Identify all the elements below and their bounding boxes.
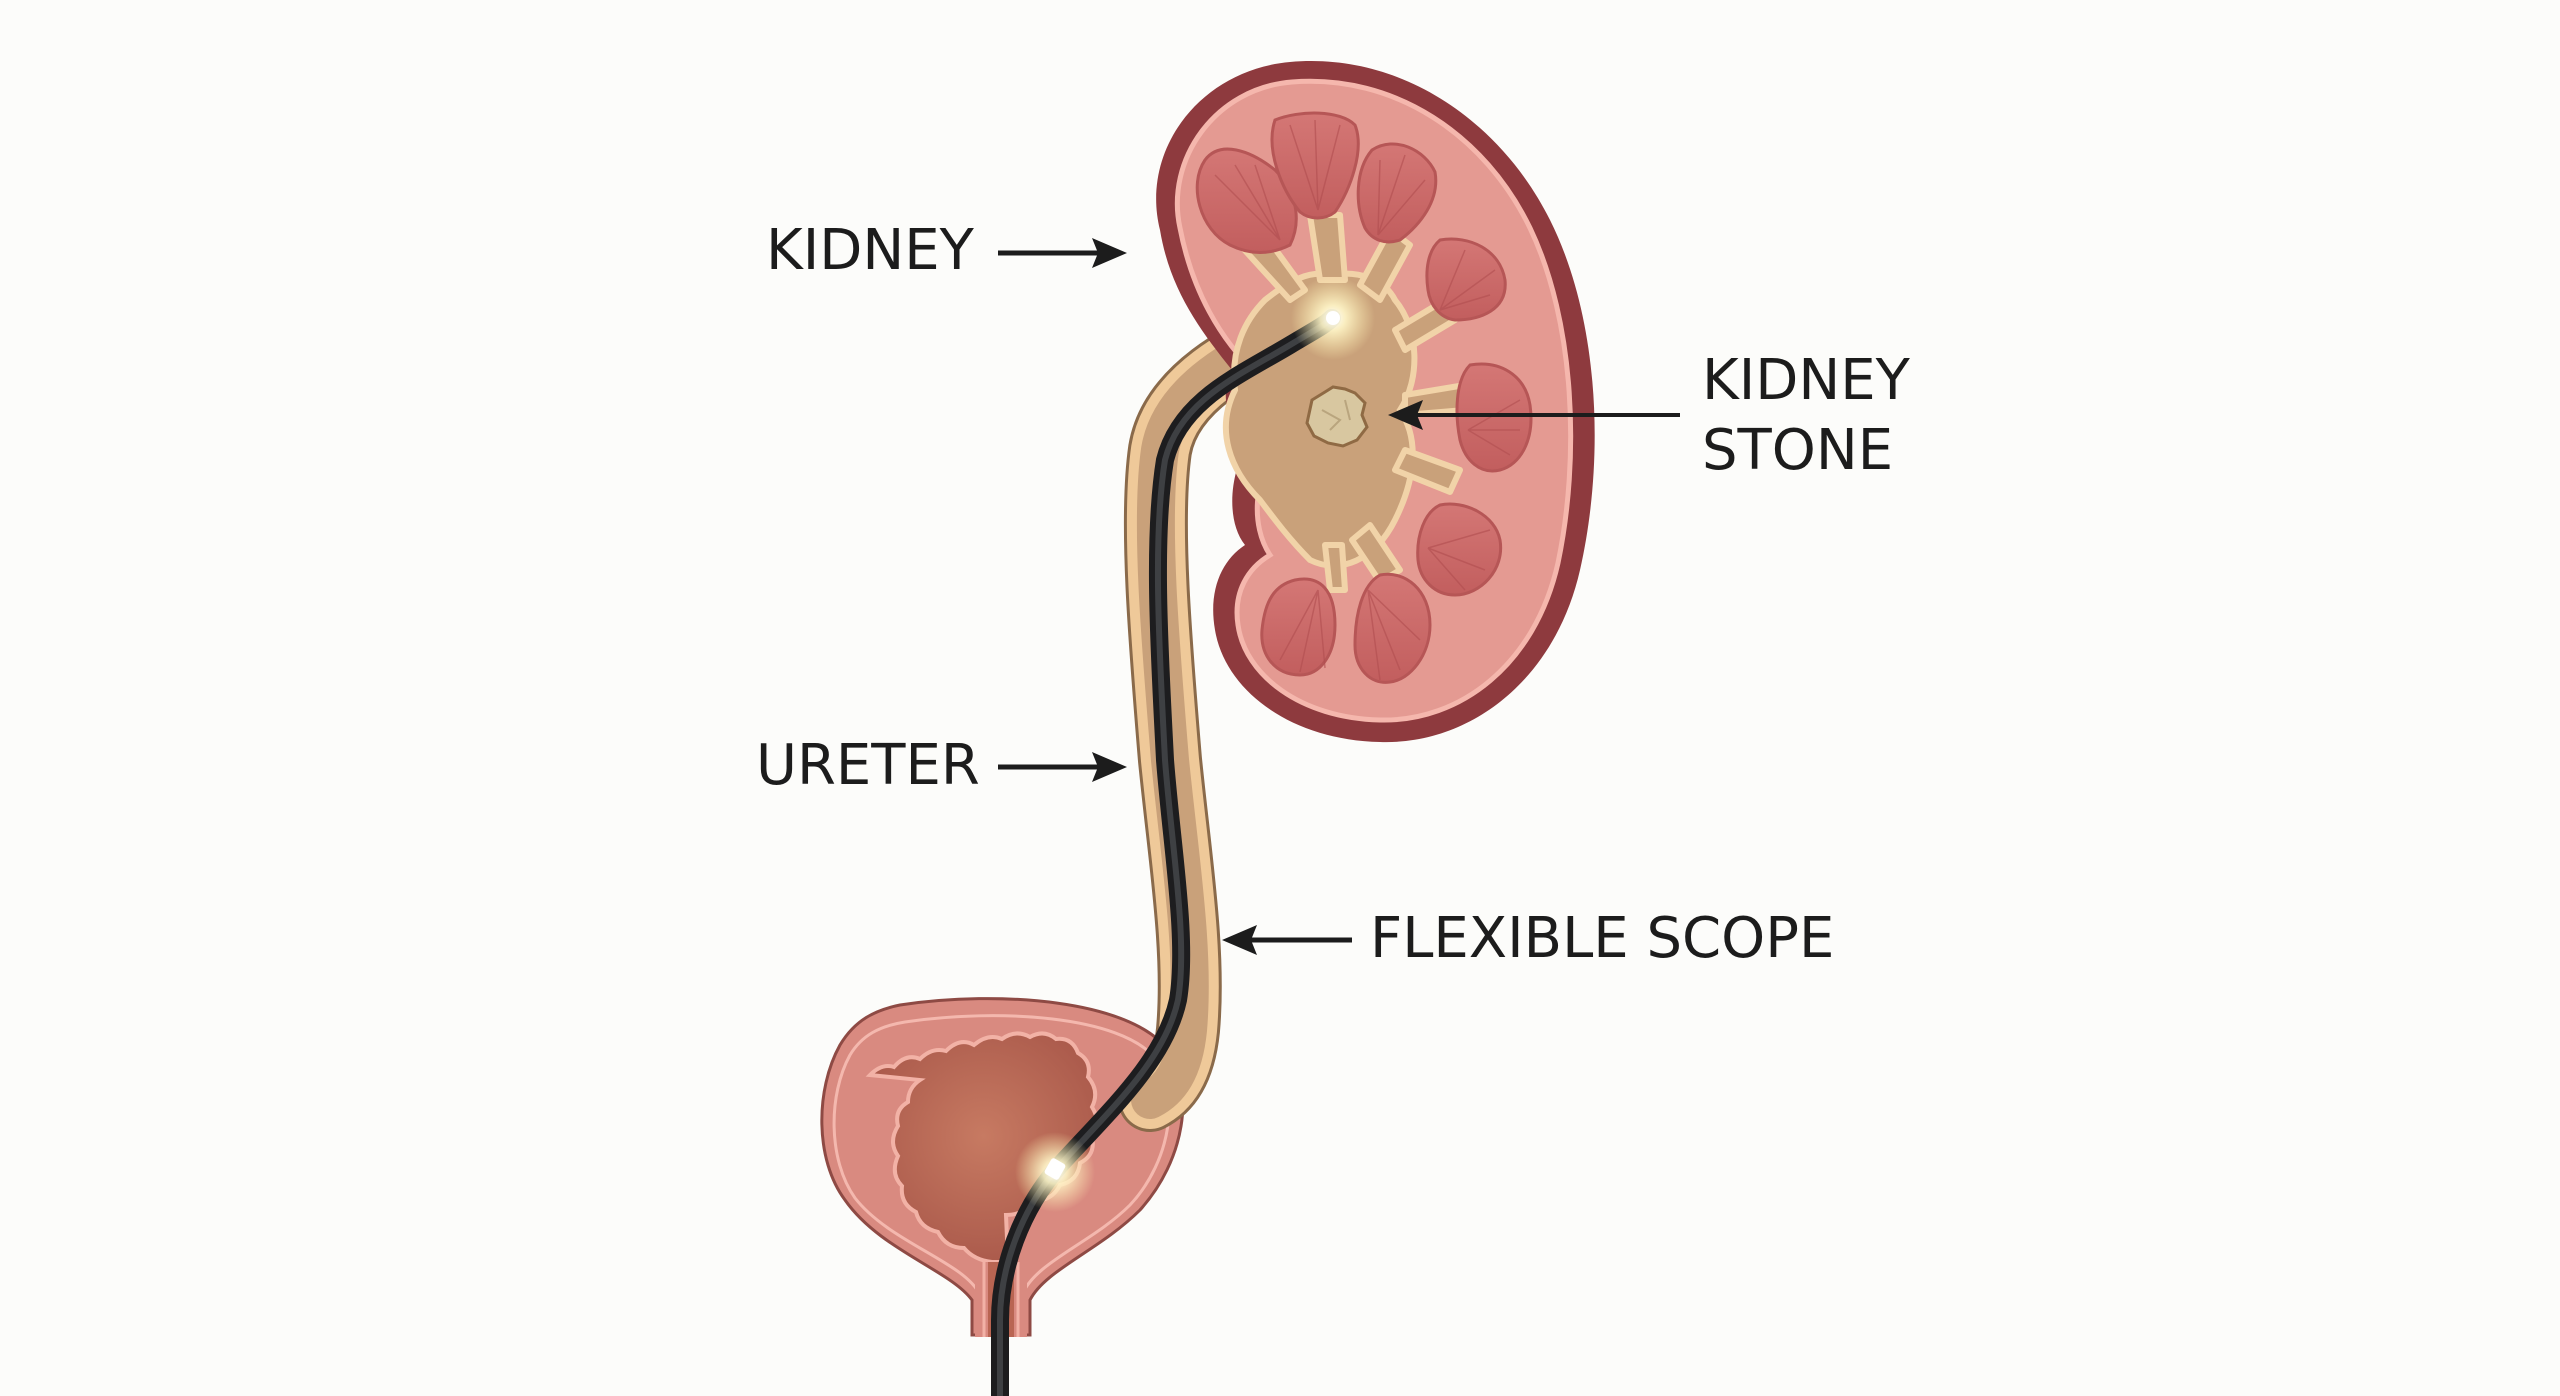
kidney-stone [1305,385,1369,448]
renal-pyramids [1195,111,1533,684]
label-arrows [998,238,1680,955]
kidney-stone-arrow-icon [1388,400,1680,430]
label-ureter: URETER [756,733,980,798]
ureter-arrow-icon [998,752,1127,782]
kidney-arrow-icon [998,238,1127,268]
label-kidney-stone-line2: STONE [1702,418,1894,483]
label-kidney-stone-line1: KIDNEY [1702,348,1910,413]
label-flexible-scope: FLEXIBLE SCOPE [1370,906,1835,971]
flexible-scope-arrow-icon [1222,925,1352,955]
bladder-inner-line [832,1014,1171,1337]
label-kidney-stone: KIDNEY STONE [1702,346,1910,486]
label-kidney: KIDNEY [766,218,974,283]
